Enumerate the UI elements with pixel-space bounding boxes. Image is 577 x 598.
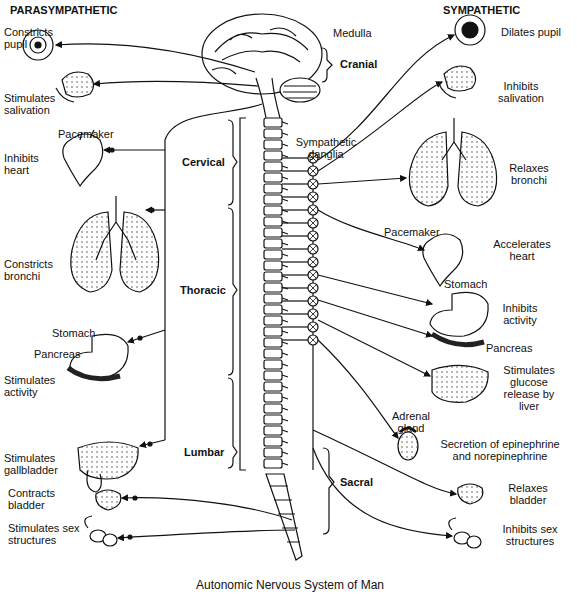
- effect-label: Secretion of epinephrine and norepinephr…: [430, 438, 570, 462]
- region-label: Thoracic: [180, 284, 232, 296]
- region-bracket: [240, 118, 246, 470]
- effect-label: Inhibits heart: [4, 152, 49, 176]
- effect-label: Contracts bladder: [8, 487, 63, 511]
- effect-label: Inhibits salivation: [490, 80, 552, 104]
- effect-label: Constricts bronchi: [4, 258, 62, 282]
- organ-label: Medulla: [333, 27, 383, 39]
- organ-label: Stomach: [444, 278, 494, 290]
- cerebellum: [280, 78, 320, 102]
- region-label: Sacral: [340, 476, 380, 488]
- effect-label: Stimulates activity: [4, 374, 62, 398]
- organ-label: Sympathetic ganglia: [290, 136, 362, 160]
- effect-label: Relaxes bronchi: [498, 162, 560, 186]
- figure-caption: Autonomic Nervous System of Man: [150, 578, 430, 592]
- effect-label: Accelerates heart: [488, 238, 556, 262]
- section-heading: SYMPATHETIC: [443, 4, 563, 16]
- effect-label: Dilates pupil: [490, 26, 572, 38]
- organ-label: Pancreas: [486, 342, 536, 354]
- region-label: Lumbar: [184, 446, 229, 458]
- effect-label: Stimulates gallbladder: [4, 452, 68, 476]
- effect-label: Stimulates salivation: [4, 92, 64, 116]
- organ-label: Stomach: [52, 327, 102, 339]
- effect-label: Inhibits activity: [492, 302, 548, 326]
- organ-label: Pacemaker: [384, 226, 444, 238]
- effect-label: Stimulates sex structures: [8, 522, 88, 546]
- effect-label: Stimulates glucose release by liver: [498, 364, 560, 412]
- section-heading: PARASYMPATHETIC: [10, 4, 130, 16]
- effect-label: Relaxes bladder: [500, 482, 556, 506]
- region-label: Cranial: [340, 58, 385, 70]
- organ-label: Pancreas: [34, 348, 84, 360]
- region-label: Cervical: [182, 156, 230, 168]
- effect-label: Inhibits sex structures: [490, 523, 570, 547]
- organ-label: Pacemaker: [58, 128, 118, 140]
- effect-label: Constricts pupil: [4, 26, 62, 50]
- organ-label: Adrenal gland: [386, 410, 436, 434]
